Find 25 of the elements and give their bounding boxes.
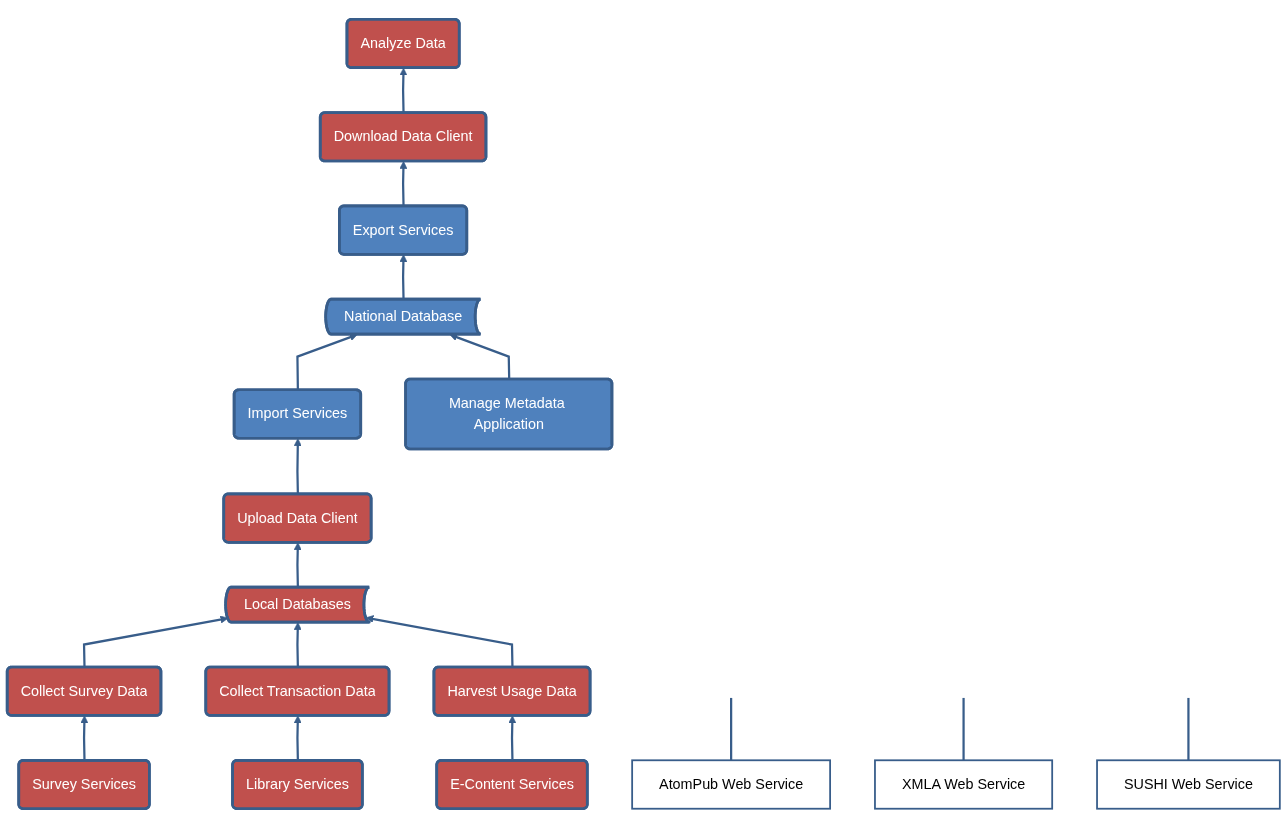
process-box: Download Data Client	[318, 111, 488, 163]
arrow	[293, 542, 302, 588]
process-box: Library Services	[231, 758, 364, 811]
connector	[1187, 697, 1190, 761]
note-box: AtomPub Web Service	[631, 759, 831, 810]
process-box: Import Services	[232, 388, 363, 440]
arrow	[293, 715, 302, 761]
process-box: Manage Metadata Application	[404, 377, 614, 451]
process-box: Harvest Usage Data	[432, 665, 592, 717]
arrow	[508, 715, 517, 761]
database-shape: National Database	[324, 297, 482, 336]
process-box: E-Content Services	[435, 758, 589, 811]
arrow	[399, 254, 408, 300]
note-box: XMLA Web Service	[874, 759, 1054, 810]
note-box: SUSHI Web Service	[1096, 759, 1281, 810]
process-box: Survey Services	[17, 758, 151, 811]
process-box: Export Services	[338, 204, 469, 256]
database-shape: Local Databases	[224, 585, 371, 624]
process-box: Analyze Data	[345, 17, 461, 70]
arrow	[80, 715, 89, 761]
process-box: Collect Survey Data	[5, 665, 163, 717]
process-box: Upload Data Client	[222, 492, 373, 544]
process-box: Collect Transaction Data	[204, 665, 391, 717]
connector	[730, 697, 733, 761]
connector	[962, 697, 965, 761]
